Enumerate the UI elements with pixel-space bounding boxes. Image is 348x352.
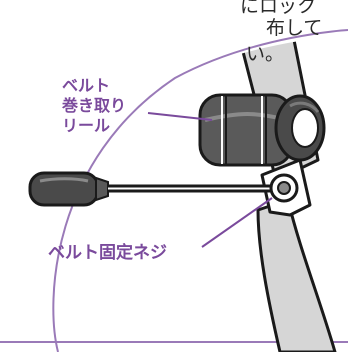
reel-leader-line: [147, 112, 213, 121]
reel-label-line-2: 巻き取り: [62, 96, 127, 115]
intro-text-line-2: 布して: [266, 17, 323, 39]
belt-strap-lower: [256, 198, 337, 352]
intro-text-line-1: にロック: [240, 0, 317, 17]
detail-frame-arc: [52, 29, 348, 352]
reel-label-line-1: ベルト: [62, 76, 111, 95]
belt-fixing-screw: [269, 173, 299, 203]
reel-label: ベルト 巻き取り リール: [62, 76, 126, 136]
screw-label: ベルト固定ネジ: [48, 243, 167, 263]
reel-label-line-3: リール: [62, 116, 111, 135]
intro-text-line-3: い。: [246, 43, 285, 65]
screwdriver: [28, 171, 274, 207]
screw-leader-line: [201, 197, 273, 248]
belt-reel: [198, 93, 326, 167]
